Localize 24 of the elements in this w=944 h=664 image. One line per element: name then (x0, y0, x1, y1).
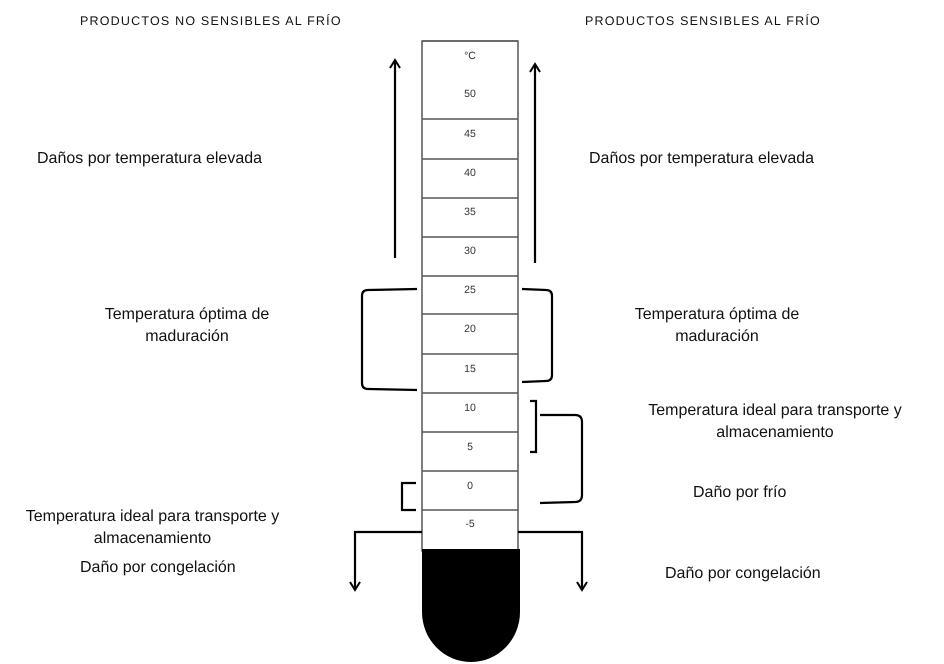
annotation-text: Daño por frío (693, 483, 786, 503)
annotation-text: Temperatura ideal para transporte y almacenamiento (647, 401, 903, 443)
annotation-text: Daño por congelación (80, 558, 236, 578)
scale-label: 25 (463, 283, 477, 297)
scale-label: -5 (464, 517, 476, 531)
scale-label: 0 (466, 479, 474, 493)
scale-label: 50 (463, 87, 477, 101)
annotation-text: Daños por temperatura elevada (589, 149, 814, 169)
scale-label: °C (463, 49, 477, 63)
column-heading: PRODUCTOS SENSIBLES AL FRÍO (585, 13, 821, 30)
scale-label: 45 (463, 127, 477, 141)
annotation-text: Temperatura óptima de maduración (634, 305, 800, 347)
scale-label: 30 (463, 244, 477, 258)
scale-label: 40 (463, 166, 477, 180)
annotation-text: Daño por congelación (665, 564, 821, 584)
annotation-text: Daños por temperatura elevada (37, 149, 262, 169)
column-heading: PRODUCTOS NO SENSIBLES AL FRÍO (80, 13, 342, 30)
scale-label: 5 (466, 440, 474, 454)
scale-label: 35 (463, 205, 477, 219)
scale-label: 15 (463, 362, 477, 376)
scale-label: 20 (463, 322, 477, 336)
scale-label: 10 (463, 401, 477, 415)
annotation-text: Temperatura óptima de maduración (104, 305, 270, 347)
annotation-text: Temperatura ideal para transporte y almacenamiento (24, 507, 280, 549)
